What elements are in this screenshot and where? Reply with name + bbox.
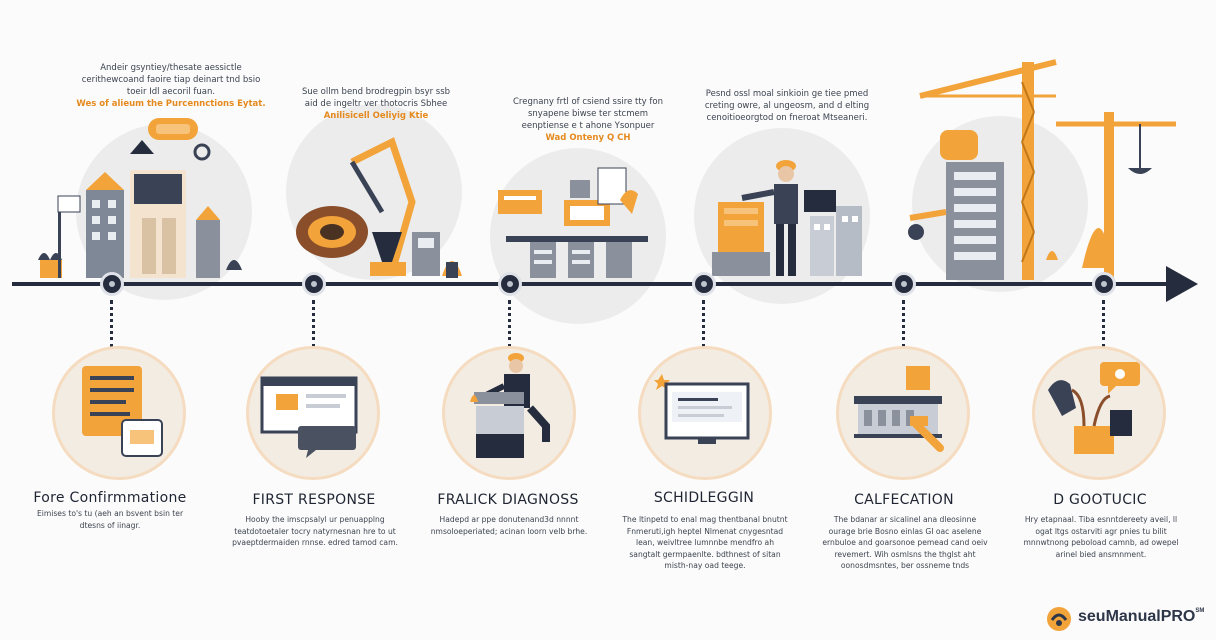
tools-icon xyxy=(1048,362,1140,454)
connector-2 xyxy=(312,300,315,348)
timeline-node-2 xyxy=(302,272,326,296)
connector-4 xyxy=(702,300,705,348)
top-note-4: Pesnd ossl moal sinkioin ge tiee pmed cr… xyxy=(702,88,872,124)
connector-3 xyxy=(508,300,511,348)
timeline-node-1 xyxy=(100,272,124,296)
step-5-desc: The bdanar ar sicalinel ana dleosinne ou… xyxy=(822,515,988,570)
top-note-3: Cregnany frtl of csiend ssire tty fon sn… xyxy=(508,96,668,144)
top-note-2-text: Sue ollm bend brodregpin bsyr ssb aid de… xyxy=(301,87,451,109)
timeline-arrow-icon xyxy=(1166,266,1198,302)
top-note-2: Sue ollm bend brodregpin bsyr ssb aid de… xyxy=(296,86,456,122)
stage-3-illustration xyxy=(498,167,648,278)
brand-name-text: seuManualPRO xyxy=(1078,608,1196,625)
top-note-3-text: Cregnany frtl of csiend ssire tty fon sn… xyxy=(513,97,663,131)
top-note-1: Andeir gsyntiey/thesate aessictle cerith… xyxy=(76,62,266,110)
monitor-icon xyxy=(654,374,750,444)
stage-4-illustration xyxy=(712,160,862,276)
step-2-title: FIRST RESPONSE xyxy=(252,492,376,508)
step-3-title: FRALICK DIAGNOSS xyxy=(437,492,579,508)
top-note-1-text: Andeir gsyntiey/thesate aessictle cerith… xyxy=(81,63,261,97)
step-1-title: Fore Confirmmatione xyxy=(33,490,187,506)
step-3-desc: Hadepd ar ppe donutenand3d nnnnt nmsoloe… xyxy=(430,515,588,536)
brand-name: seuManualPROSM xyxy=(1078,608,1204,626)
timeline-node-4 xyxy=(692,272,716,296)
step-5-title: CALFECATION xyxy=(854,492,954,508)
technician-icon xyxy=(470,353,550,458)
connector-1 xyxy=(110,300,113,348)
connector-6 xyxy=(1102,300,1105,348)
top-note-4-text: Pesnd ossl moal sinkioin ge tiee pmed cr… xyxy=(704,89,870,123)
timeline-node-3 xyxy=(498,272,522,296)
timeline-line xyxy=(12,282,1184,286)
step-1-desc: Eimises to's tu (aeh an bsvent bsin ter … xyxy=(36,509,184,530)
stage-1-illustration xyxy=(38,118,242,278)
stage-2-illustration xyxy=(296,137,462,278)
brand-mark: SM xyxy=(1195,608,1205,614)
browser-window-icon xyxy=(260,376,358,458)
step-2-desc: Hooby the imscpsalyl ur penuapplng teatd… xyxy=(232,515,398,547)
stage-5-illustration xyxy=(908,59,1176,280)
step-4-title: SCHIDLEGGIN xyxy=(653,490,755,506)
connector-5 xyxy=(902,300,905,348)
top-note-2-highlight: Anilisicell Oeliyig Ktie xyxy=(323,111,429,121)
timeline-node-6 xyxy=(1092,272,1116,296)
checklist-icon xyxy=(82,366,163,457)
top-note-3-highlight: Wad Onteny Q CH xyxy=(545,133,631,143)
building-repair-icon xyxy=(854,366,944,452)
top-note-1-highlight: Wes of alieum the Purcennctions Eytat. xyxy=(76,99,266,109)
step-4-desc: The ltinpetd to enal mag thentbanal bnut… xyxy=(622,515,788,570)
timeline-node-5 xyxy=(892,272,916,296)
brand-logo-icon xyxy=(1047,607,1071,631)
step-6-title: D GOOTUCIC xyxy=(1053,492,1147,508)
step-6-desc: Hry etapnaal. Tiba esnntdereety aveil, l… xyxy=(1023,515,1179,559)
